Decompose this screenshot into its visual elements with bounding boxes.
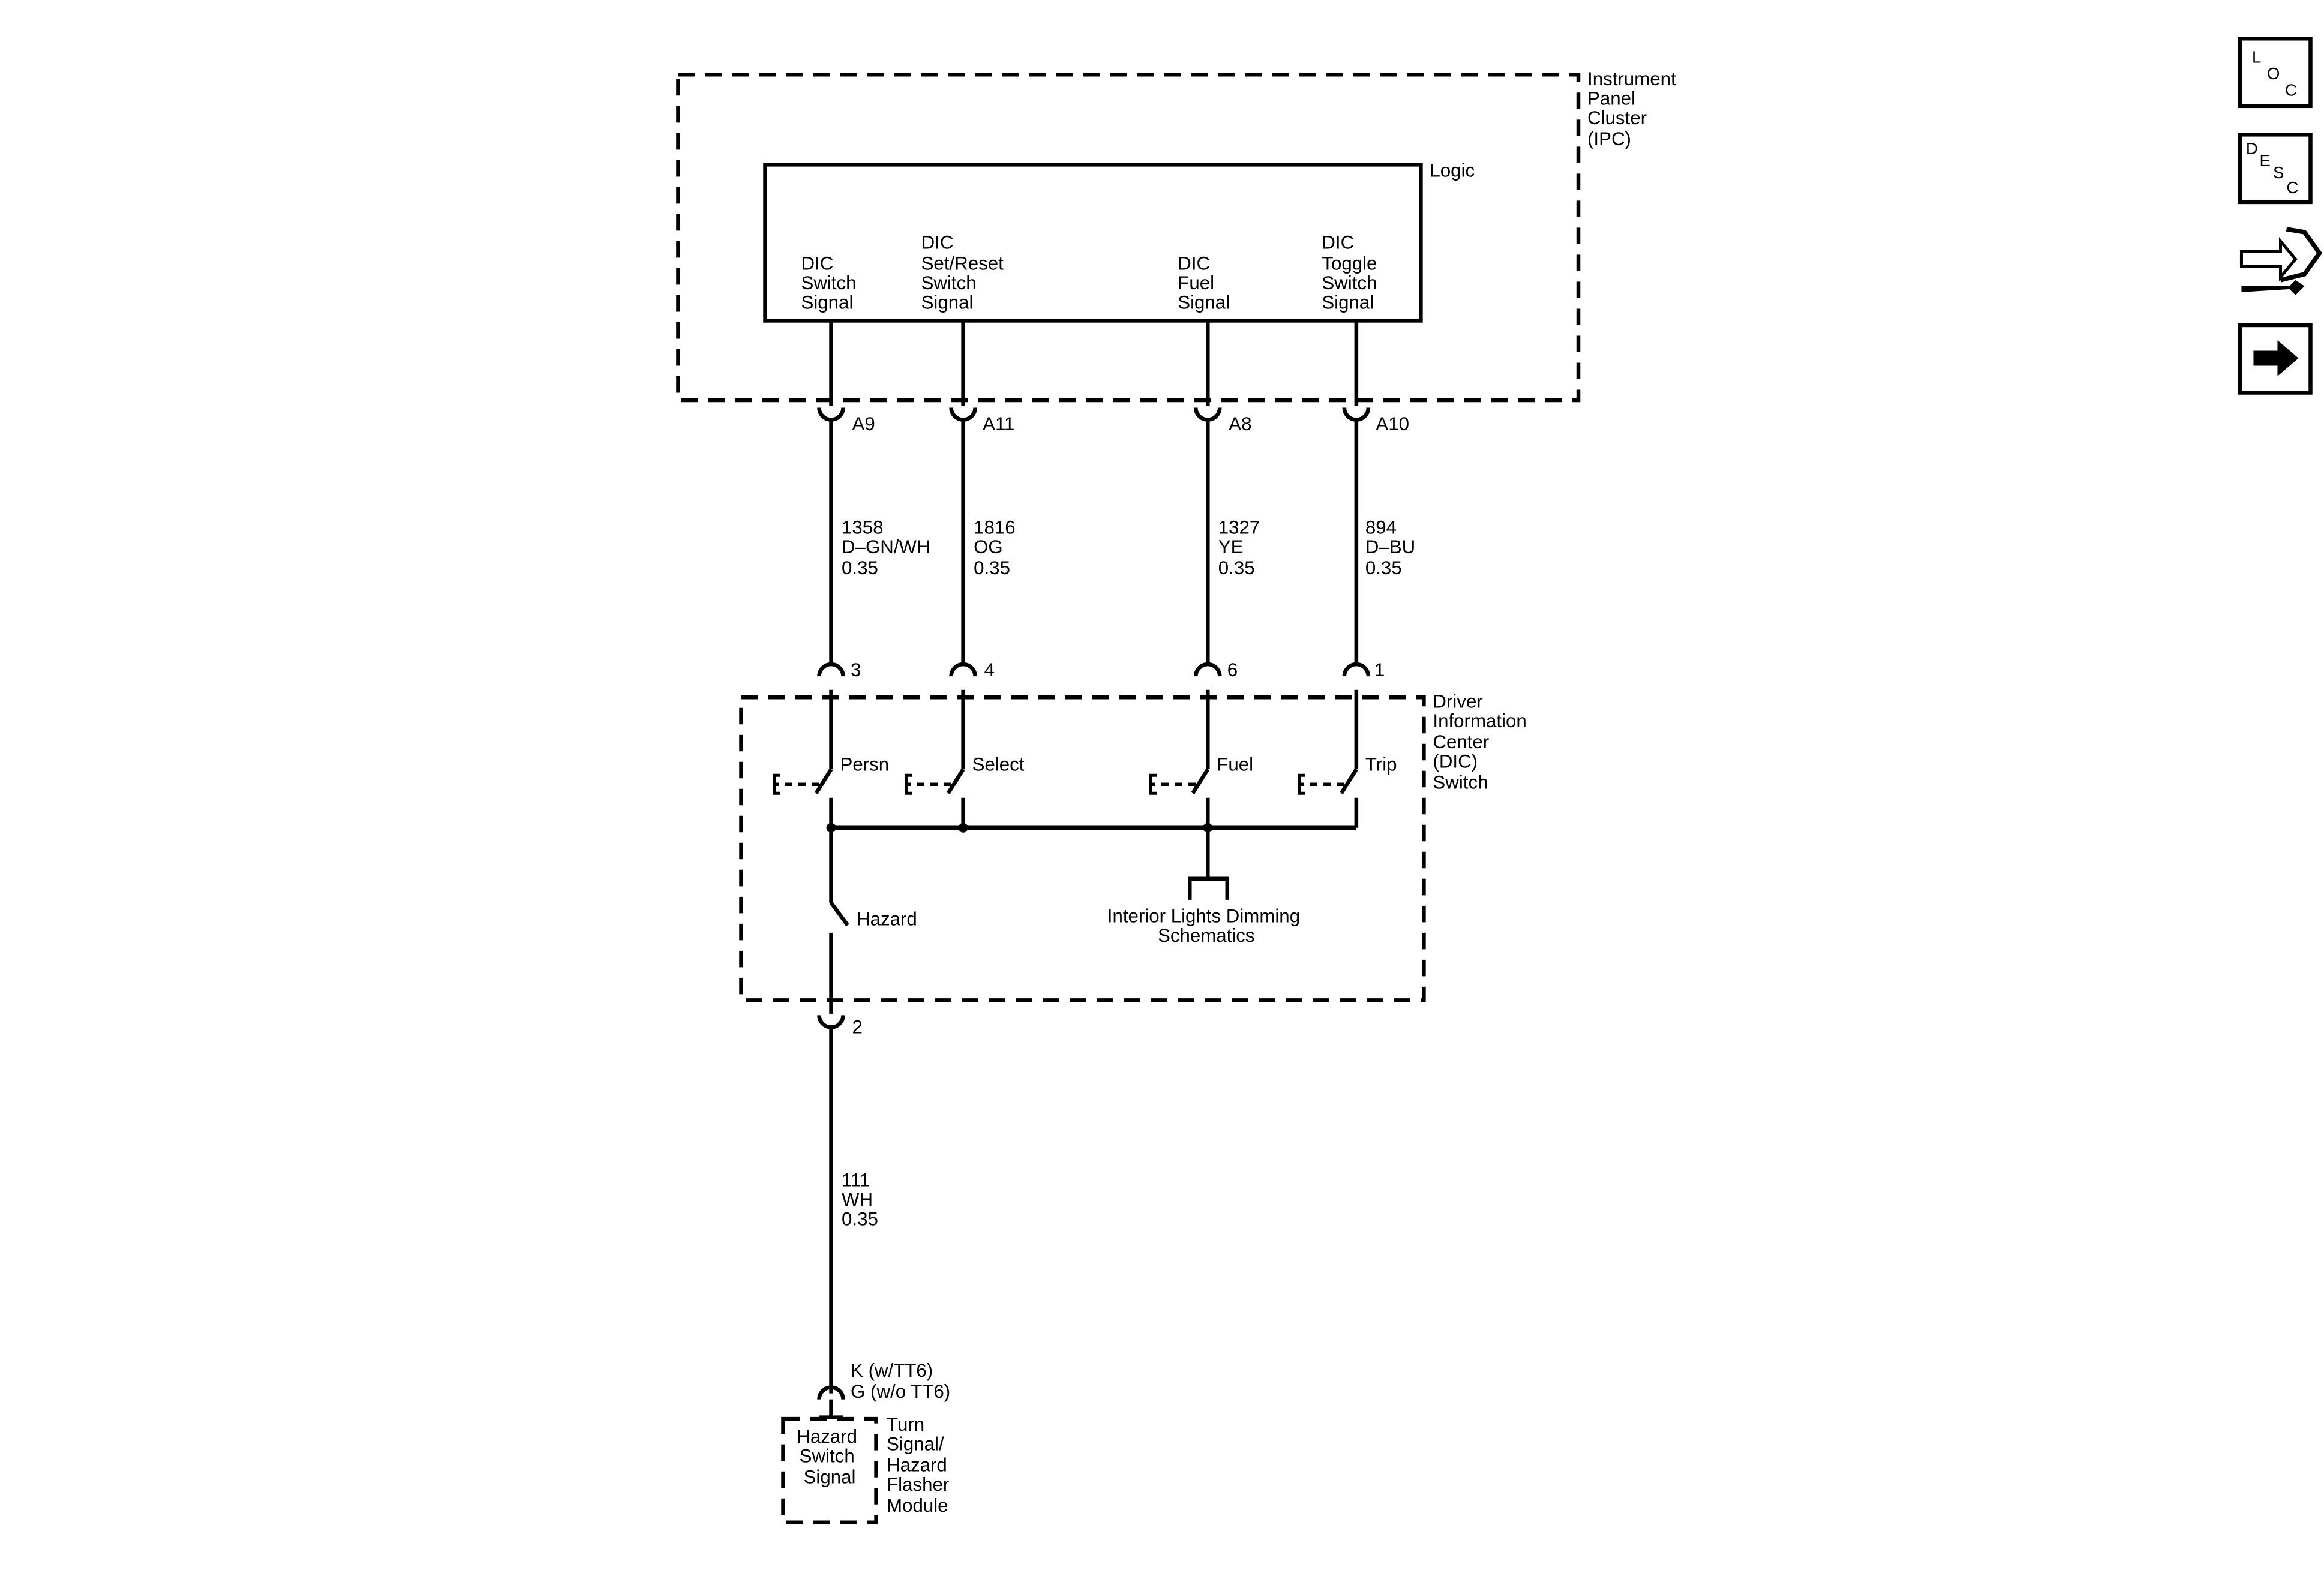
ipc-component: Instrument Panel Cluster (IPC) Logic DIC… bbox=[676, 68, 1681, 403]
switch-label-hazard: Hazard bbox=[857, 908, 917, 929]
dic-switch-boundary bbox=[739, 695, 1426, 1002]
pin-label-3: 3 bbox=[851, 659, 861, 680]
pin-label-a8: A8 bbox=[1229, 413, 1251, 434]
next-arrow-icon[interactable] bbox=[2238, 323, 2313, 395]
svg-text:L: L bbox=[2252, 47, 2261, 66]
signal-label-fuel: DIC Fuel Signal bbox=[1178, 253, 1230, 313]
connector-a9 bbox=[817, 407, 845, 422]
flasher-module-component: Hazard Switch Signal Turn Signal/ Hazard… bbox=[781, 1414, 954, 1524]
switch-hazard: Hazard bbox=[829, 827, 917, 998]
pin-label-1: 1 bbox=[1374, 659, 1385, 680]
connector-6 bbox=[1194, 662, 1222, 677]
switch-label-trip: Trip bbox=[1365, 754, 1397, 775]
wire-label-1816: 1816 OG 0.35 bbox=[974, 517, 1020, 579]
circuit-1327: A8 1327 YE 0.35 6 bbox=[1194, 320, 1265, 680]
wire-label-1327: 1327 YE 0.35 bbox=[1218, 517, 1265, 579]
signal-label-set-reset: DIC Set/Reset Switch Signal bbox=[921, 232, 1009, 313]
dimming-reference-label: Interior Lights Dimming Schematics bbox=[1107, 905, 1305, 946]
ipc-logic-block bbox=[763, 163, 1423, 323]
pin-label-4: 4 bbox=[984, 659, 995, 680]
svg-text:D: D bbox=[2246, 139, 2258, 158]
location-icon[interactable]: L O C bbox=[2238, 37, 2313, 109]
dimming-reference: Interior Lights Dimming Schematics bbox=[1107, 827, 1305, 946]
wiring-diagnostic-icon[interactable] bbox=[2239, 227, 2323, 295]
connector-a11 bbox=[949, 407, 977, 422]
connector-k-g bbox=[817, 1385, 845, 1400]
switch-fuel: Fuel bbox=[1149, 689, 1253, 828]
pin-label-a9: A9 bbox=[852, 413, 875, 434]
svg-text:E: E bbox=[2259, 151, 2270, 170]
switch-persn: Persn bbox=[772, 689, 890, 828]
signal-label-toggle: DIC Toggle Switch Signal bbox=[1322, 232, 1382, 313]
pin-label-a11: A11 bbox=[983, 413, 1014, 434]
connector-4 bbox=[949, 662, 977, 677]
switch-label-fuel: Fuel bbox=[1217, 754, 1253, 775]
description-icon[interactable]: D E S C bbox=[2238, 133, 2313, 205]
circuit-1358: A9 1358 D–GN/WH 0.35 3 bbox=[817, 320, 935, 680]
svg-text:S: S bbox=[2273, 163, 2284, 182]
splice-dot bbox=[958, 822, 968, 833]
circuit-894: A10 894 D–BU 0.35 1 bbox=[1342, 320, 1421, 680]
connector-a10 bbox=[1342, 407, 1371, 422]
switch-label-persn: Persn bbox=[840, 754, 890, 775]
connector-a8 bbox=[1194, 407, 1222, 422]
switch-label-select: Select bbox=[972, 754, 1025, 775]
circuit-111: 2 111 WH 0.35 K (w/TT6) G (w/o TT6) bbox=[817, 997, 950, 1419]
svg-text:C: C bbox=[2285, 80, 2297, 99]
wire-label-111: 111 WH 0.35 bbox=[842, 1170, 878, 1230]
flasher-pin-label: K (w/TT6) G (w/o TT6) bbox=[851, 1360, 950, 1402]
signal-label-dic-switch: DIC Switch Signal bbox=[801, 253, 862, 313]
wire-label-1358: 1358 D–GN/WH 0.35 bbox=[842, 517, 935, 579]
wire-label-894: 894 D–BU 0.35 bbox=[1365, 517, 1421, 579]
switch-trip: Trip bbox=[1298, 689, 1397, 828]
dic-switch-component: Driver Information Center (DIC) Switch P… bbox=[739, 689, 1532, 1002]
circuit-1816: A11 1816 OG 0.35 4 bbox=[949, 320, 1020, 680]
connector-2 bbox=[817, 1015, 845, 1029]
svg-text:C: C bbox=[2286, 178, 2298, 197]
svg-text:O: O bbox=[2267, 64, 2280, 83]
dic-switch-name: Driver Information Center (DIC) Switch bbox=[1433, 691, 1532, 793]
flasher-module-boundary bbox=[781, 1416, 878, 1524]
ipc-name: Instrument Panel Cluster (IPC) bbox=[1587, 68, 1681, 149]
connector-1 bbox=[1342, 662, 1371, 677]
pin-label-2: 2 bbox=[852, 1016, 863, 1037]
flasher-module-name: Turn Signal/ Hazard Flasher Module bbox=[887, 1414, 954, 1516]
pin-label-6: 6 bbox=[1227, 659, 1238, 680]
hazard-switch-signal-label: Hazard Switch Signal bbox=[797, 1426, 862, 1488]
switch-select: Select bbox=[905, 689, 1025, 828]
pin-label-a10: A10 bbox=[1376, 413, 1409, 434]
logic-label: Logic bbox=[1430, 160, 1475, 181]
ipc-boundary bbox=[676, 73, 1581, 403]
connector-3 bbox=[817, 662, 845, 677]
